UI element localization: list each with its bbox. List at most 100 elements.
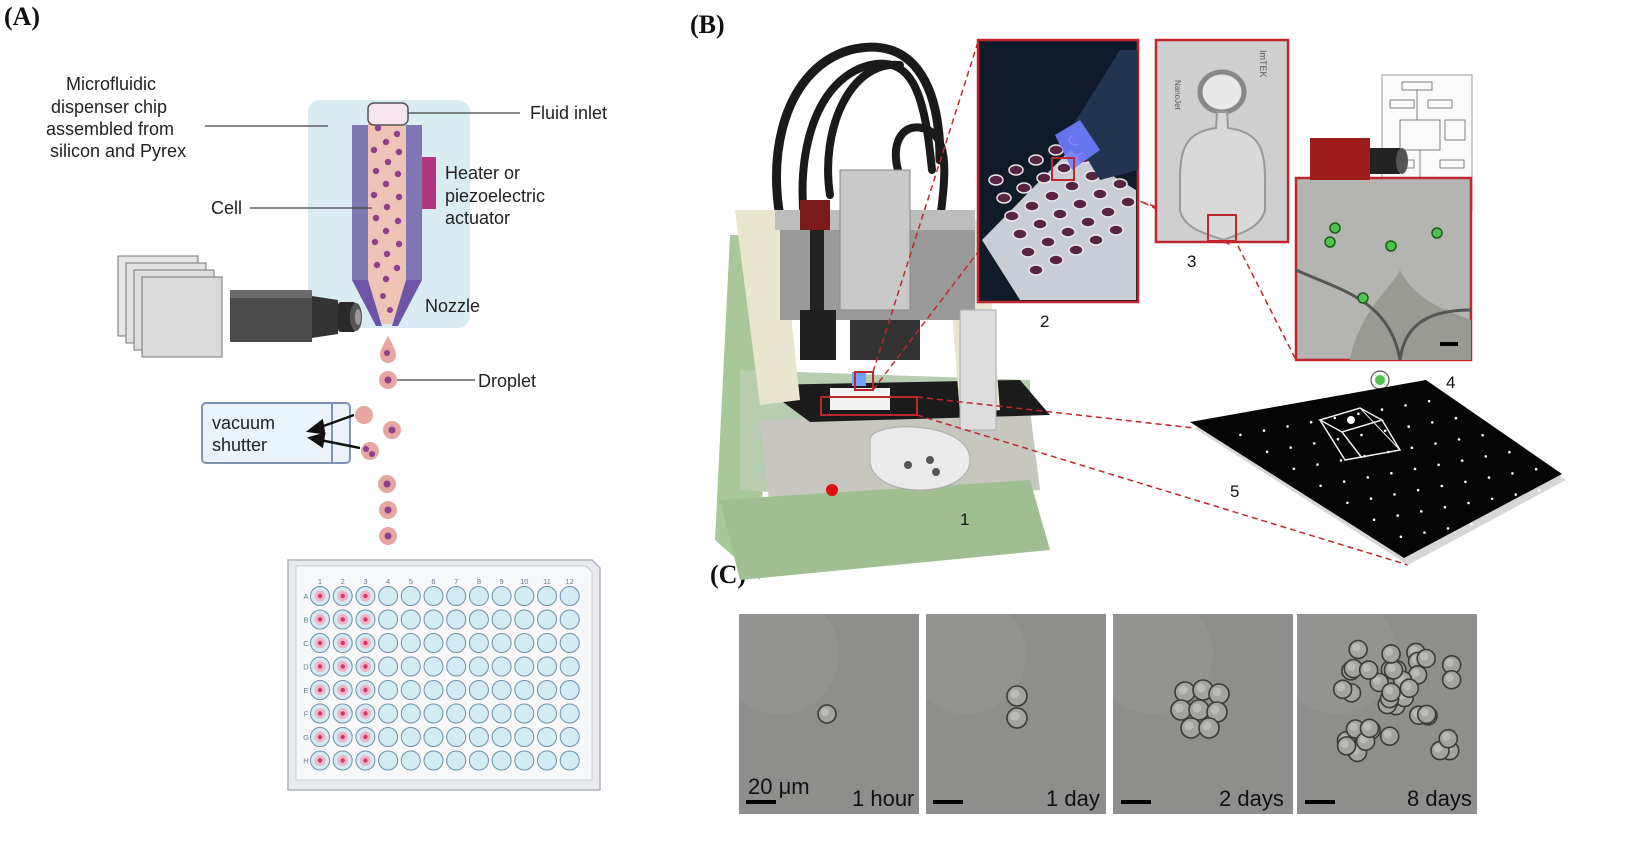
plate-column-label: 11	[543, 577, 551, 586]
plate-well	[514, 633, 535, 653]
plate-well-cell	[317, 758, 323, 763]
plate-well	[537, 586, 557, 606]
plate-column-label: 1	[318, 577, 322, 586]
chip-label-line-2: dispenser chip	[51, 97, 168, 117]
inset-4-photo	[1294, 74, 1473, 390]
shutter-label-line-2: shutter	[212, 435, 268, 455]
plate-well	[423, 656, 444, 677]
plate-well	[491, 703, 512, 724]
plate-column-label: 4	[386, 577, 390, 586]
plate-well	[378, 609, 399, 630]
plate-well	[378, 680, 399, 700]
label-2: 2	[1040, 312, 1050, 331]
plate-well	[559, 656, 580, 677]
plate-well	[423, 727, 444, 747]
plate-column-label: 8	[477, 577, 481, 586]
inset-2-photo	[976, 38, 1140, 304]
plate-row-label: G	[303, 733, 309, 742]
plate-well	[446, 727, 467, 747]
cell-highlight	[1192, 703, 1202, 713]
chip-label-line-4: silicon and Pyrex	[50, 141, 187, 161]
plate-well-cell	[363, 758, 368, 763]
array-spot	[1380, 408, 1384, 411]
array-spot	[1366, 476, 1370, 479]
array-spot	[1265, 450, 1269, 454]
inset-well	[1028, 154, 1044, 166]
plate-well	[446, 586, 467, 606]
plate-well	[446, 703, 467, 724]
plate-well	[378, 703, 399, 724]
array-spot	[1470, 522, 1473, 526]
array-spot	[1427, 399, 1431, 403]
plate-well	[423, 680, 444, 700]
array-spot	[1404, 404, 1407, 407]
array-spot	[1319, 484, 1322, 488]
array-spot	[1464, 480, 1467, 484]
channel-cells	[370, 124, 403, 313]
plate-well	[446, 750, 467, 771]
cell-highlight	[1010, 689, 1020, 699]
plate-well-cell	[340, 664, 345, 669]
plate-well	[400, 656, 421, 677]
micrograph-1-hour	[739, 614, 919, 814]
plate-well	[537, 656, 557, 677]
array-spot	[1239, 433, 1242, 437]
cell-label: Cell	[211, 198, 243, 218]
plate-well	[400, 750, 421, 771]
chip-label-line-3: assembled from	[46, 119, 175, 139]
micrograph-shading	[739, 614, 839, 714]
array-spot	[1443, 505, 1447, 509]
plate-well	[514, 656, 535, 677]
cell-highlight	[1383, 730, 1392, 739]
cell-highlight	[1336, 683, 1345, 692]
fluid-inlet-label: Fluid inlet	[530, 103, 608, 123]
plate-well	[537, 750, 557, 771]
plate-well-cell	[363, 617, 368, 622]
plate-well	[423, 586, 444, 606]
inset-well	[1092, 188, 1108, 200]
micrograph-shading	[926, 614, 1026, 714]
plate-well	[423, 609, 444, 630]
cell-highlight	[1202, 721, 1212, 731]
plate-well-cell	[340, 617, 345, 622]
array-spot	[1383, 429, 1387, 433]
plate-well-cell	[363, 734, 368, 740]
cell-highlight	[1347, 662, 1356, 671]
heater-label-line-1: Heater or	[445, 163, 521, 183]
cell-highlight	[1362, 663, 1371, 673]
inset-3-chip-photo: NanoJet ImTEK	[1154, 38, 1290, 244]
plate-well	[400, 633, 421, 653]
plate-well	[537, 727, 557, 747]
array-spot	[1534, 467, 1538, 471]
plate-well	[537, 703, 557, 724]
plate-well	[537, 633, 557, 653]
inset-well	[1056, 162, 1072, 174]
plate-well	[468, 750, 489, 771]
array-spot	[1410, 446, 1414, 450]
cell-highlight	[1010, 711, 1020, 721]
panel-b-diagram: NanoJet ImTEK	[715, 38, 1591, 580]
plate-well	[514, 750, 535, 771]
inset-well	[1008, 164, 1024, 176]
inset-well	[1012, 228, 1028, 240]
inset-well	[1016, 182, 1032, 194]
array-spot	[1487, 476, 1491, 479]
plate-column-label: 6	[431, 577, 435, 586]
plate-well	[514, 609, 535, 630]
plate-well	[559, 633, 580, 653]
scale-bar-3	[1121, 800, 1151, 804]
array-spot	[1420, 510, 1423, 513]
plate-well	[514, 703, 535, 724]
plate-well	[468, 703, 489, 724]
array-spot	[1454, 416, 1458, 420]
array-spot	[1339, 459, 1343, 462]
plate-well	[468, 586, 489, 606]
scale-bar-4	[1305, 800, 1335, 804]
cell-highlight	[1210, 705, 1220, 715]
array-spot	[1413, 467, 1417, 471]
cell-highlight	[1420, 708, 1429, 717]
inset-well	[1064, 180, 1080, 192]
plate-well	[378, 750, 399, 771]
plate-column-label: 12	[566, 577, 574, 586]
